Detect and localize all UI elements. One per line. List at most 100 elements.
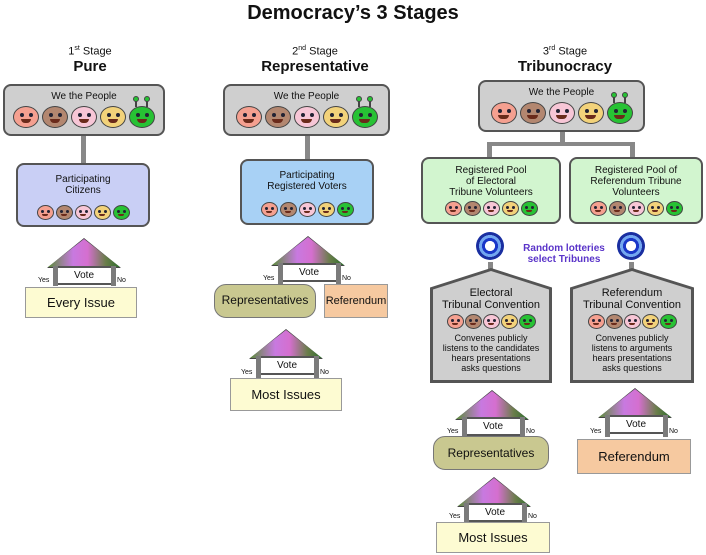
smiley-face-icon: [13, 106, 39, 128]
smiley-face-icon: [322, 106, 349, 128]
vote-yes-label: Yes: [241, 369, 253, 376]
we-the-people-box: We the People: [3, 84, 165, 136]
smiley-face-icon: [577, 102, 604, 124]
smiley-face-icon: [260, 202, 278, 217]
smiley-face-icon: [589, 201, 607, 216]
smiley-face-icon: [482, 314, 500, 329]
vote-yes-label: Yes: [38, 277, 50, 284]
vote-no-label: No: [528, 513, 537, 520]
people-faces: [18, 205, 148, 220]
most-issues-box: Most Issues: [230, 378, 342, 411]
stage-heading-2: 2nd Stage Representative: [245, 45, 385, 75]
smiley-face-icon: [235, 106, 262, 128]
referendum-box: Referendum: [577, 439, 691, 474]
vote-box: Vote: [463, 417, 523, 436]
smiley-face-icon: [55, 205, 73, 220]
vote-yes-label: Yes: [590, 428, 602, 435]
people-faces: [5, 96, 163, 128]
smiley-face-icon: [627, 201, 645, 216]
stage-heading-3: 3rd Stage Tribunocracy: [500, 45, 630, 75]
we-the-people-label: We the People: [528, 87, 595, 98]
smiley-face-icon: [623, 314, 641, 329]
smiley-face-icon: [646, 201, 664, 216]
stage-name-representative: Representative: [261, 57, 369, 75]
smiley-face-icon: [71, 106, 97, 128]
we-the-people-box: We the People: [223, 84, 390, 136]
alien-face-icon: [129, 96, 155, 128]
smiley-face-icon: [100, 106, 126, 128]
alien-face-icon: [112, 205, 130, 220]
people-faces: [480, 92, 643, 124]
smiley-face-icon: [463, 201, 481, 216]
connector: [630, 142, 635, 158]
alien-face-icon: [659, 314, 677, 329]
every-issue-box: Every Issue: [25, 287, 137, 318]
smiley-face-icon: [490, 102, 517, 124]
alien-face-icon: [336, 202, 354, 217]
people-faces: [573, 314, 691, 329]
we-the-people-box: We the People: [478, 80, 645, 132]
connector: [488, 262, 493, 274]
stage-name-pure: Pure: [73, 57, 107, 75]
vote-box: Vote: [465, 503, 525, 522]
connector: [487, 142, 635, 146]
people-faces: [225, 96, 388, 128]
smiley-face-icon: [279, 202, 297, 217]
smiley-face-icon: [608, 201, 626, 216]
lottery-ball-icon: [476, 232, 504, 260]
vote-box: Vote: [279, 263, 339, 282]
connector: [81, 136, 86, 164]
vote-no-label: No: [117, 277, 126, 284]
smiley-face-icon: [317, 202, 335, 217]
smiley-face-icon: [548, 102, 575, 124]
alien-face-icon: [520, 201, 538, 216]
smiley-face-icon: [641, 314, 659, 329]
vote-roof: [456, 391, 528, 419]
vote-no-label: No: [526, 428, 535, 435]
people-faces: [571, 201, 701, 216]
vote-yes-label: Yes: [447, 428, 459, 435]
vote-no-label: No: [342, 275, 351, 282]
vote-yes-label: Yes: [449, 513, 461, 520]
connector: [560, 132, 565, 144]
stage-name-tribunocracy: Tribunocracy: [517, 57, 613, 75]
alien-face-icon: [665, 201, 683, 216]
smiley-face-icon: [74, 205, 92, 220]
smiley-face-icon: [500, 314, 518, 329]
we-the-people-label: We the People: [51, 91, 117, 102]
smiley-face-icon: [36, 205, 54, 220]
smiley-face-icon: [501, 201, 519, 216]
people-faces: [433, 314, 549, 329]
smiley-face-icon: [587, 314, 605, 329]
smiley-face-icon: [264, 106, 291, 128]
vote-yes-label: Yes: [263, 275, 275, 282]
alien-face-icon: [518, 314, 536, 329]
vote-no-label: No: [669, 428, 678, 435]
smiley-face-icon: [444, 201, 462, 216]
alien-face-icon: [606, 92, 633, 124]
smiley-face-icon: [42, 106, 68, 128]
vote-no-label: No: [320, 369, 329, 376]
vote-roof: [272, 237, 344, 265]
vote-box: Vote: [606, 415, 666, 434]
smiley-face-icon: [298, 202, 316, 217]
alien-face-icon: [351, 96, 378, 128]
vote-box: Vote: [54, 266, 114, 285]
representatives-box: Representatives: [214, 284, 316, 318]
smiley-face-icon: [446, 314, 464, 329]
referendum-box: Referendum: [324, 284, 388, 318]
smiley-face-icon: [464, 314, 482, 329]
